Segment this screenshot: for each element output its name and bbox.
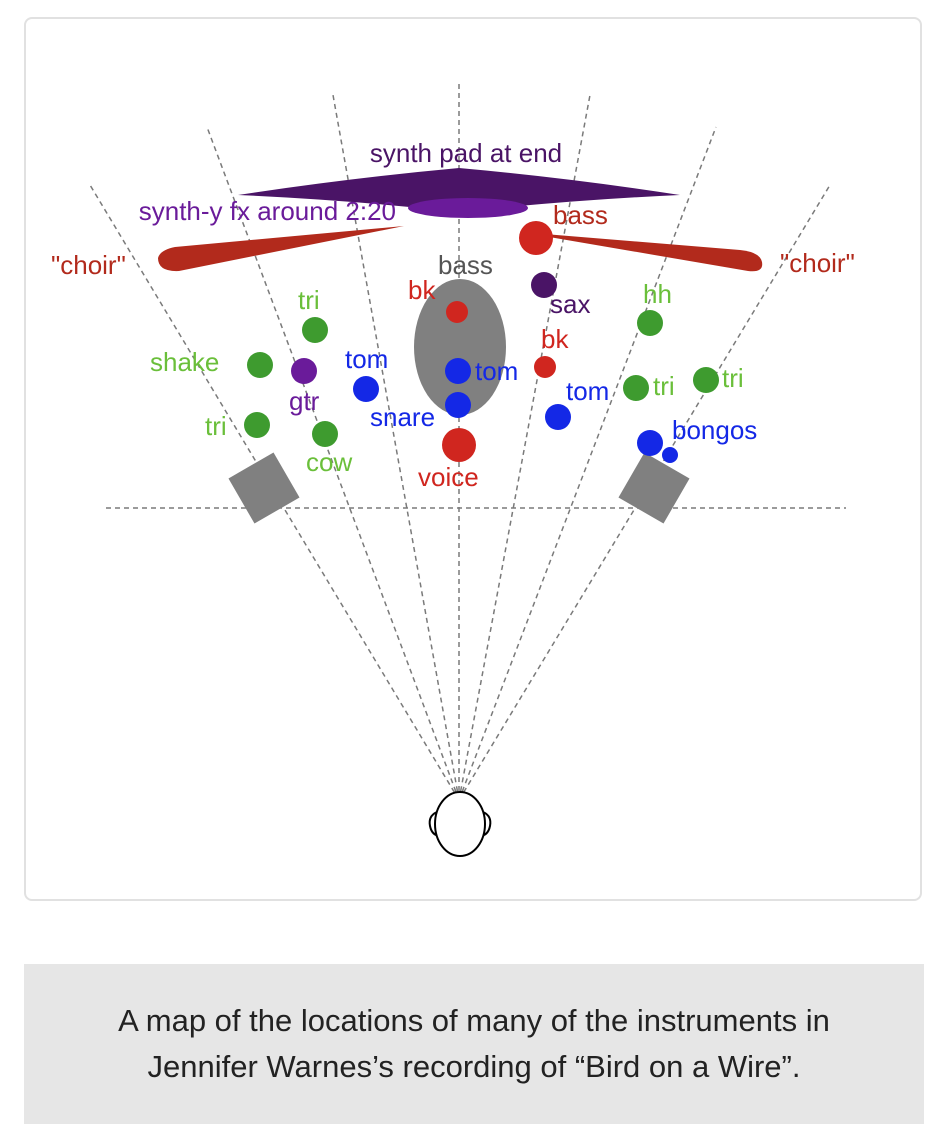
left-speaker — [228, 452, 300, 524]
voice-label: voice — [418, 462, 479, 492]
snare-label: snare — [370, 402, 435, 432]
snare-dot — [445, 392, 471, 418]
diagram-card — [24, 17, 922, 901]
choir-right-label: "choir" — [780, 248, 855, 278]
shake-dot — [247, 352, 273, 378]
bk-left-dot — [446, 301, 468, 323]
tri-bottom-left-dot — [244, 412, 270, 438]
synth-pad-label: synth pad at end — [370, 138, 562, 168]
soundstage-map: synth pad at end synth-y fx around 2:20 … — [51, 82, 855, 857]
tom-left-label: tom — [345, 344, 388, 374]
tri-right-1-label: tri — [653, 371, 675, 401]
tri-top-left-label: tri — [298, 285, 320, 315]
guide-line — [458, 184, 831, 801]
tom-left-dot — [353, 376, 379, 402]
bongos-dot-small — [662, 447, 678, 463]
shake-label: shake — [150, 347, 219, 377]
bass-center-label: bass — [438, 250, 493, 280]
gtr-dot — [291, 358, 317, 384]
hh-label: hh — [643, 279, 672, 309]
cow-dot — [312, 421, 338, 447]
tom-right-label: tom — [566, 376, 609, 406]
sax-label: sax — [550, 289, 590, 319]
tom-right-dot — [545, 404, 571, 430]
bongos-label: bongos — [672, 415, 757, 445]
sax-dot — [531, 272, 557, 298]
guide-line — [332, 94, 460, 801]
tri-right-1-dot — [623, 375, 649, 401]
choir-left-shape — [158, 226, 404, 272]
cow-label: cow — [306, 447, 352, 477]
tri-right-2-label: tri — [722, 363, 744, 393]
figure-caption: A map of the locations of many of the in… — [24, 964, 924, 1124]
bk-left-label: bk — [408, 275, 436, 305]
choir-right-shape — [520, 232, 763, 272]
caption-text: A map of the locations of many of the in… — [118, 1003, 830, 1084]
guide-line — [458, 94, 591, 801]
guide-lines — [89, 82, 846, 801]
synth-fx-label: synth-y fx around 2:20 — [139, 196, 396, 226]
tri-top-left-dot — [302, 317, 328, 343]
bass-top-dot — [519, 221, 553, 255]
tom-center-label: tom — [475, 356, 518, 386]
tom-center-dot — [445, 358, 471, 384]
bass-center-shape — [414, 279, 506, 415]
bk-right-dot — [534, 356, 556, 378]
guide-line — [89, 184, 460, 801]
hh-dot — [637, 310, 663, 336]
bongos-dot-large — [637, 430, 663, 456]
voice-dot — [442, 428, 476, 462]
guide-line — [206, 126, 460, 801]
tri-right-2-dot — [693, 367, 719, 393]
synth-fx-shape — [408, 198, 528, 218]
listener-head-icon — [428, 791, 492, 857]
bk-right-label: bk — [541, 324, 569, 354]
synth-pad-shape — [238, 168, 680, 212]
choir-left-label: "choir" — [51, 250, 126, 280]
gtr-label: gtr — [289, 386, 320, 416]
guide-line — [458, 126, 717, 801]
tri-bottom-left-label: tri — [205, 411, 227, 441]
right-speaker — [618, 452, 690, 524]
bass-top-label: bass — [553, 200, 608, 230]
